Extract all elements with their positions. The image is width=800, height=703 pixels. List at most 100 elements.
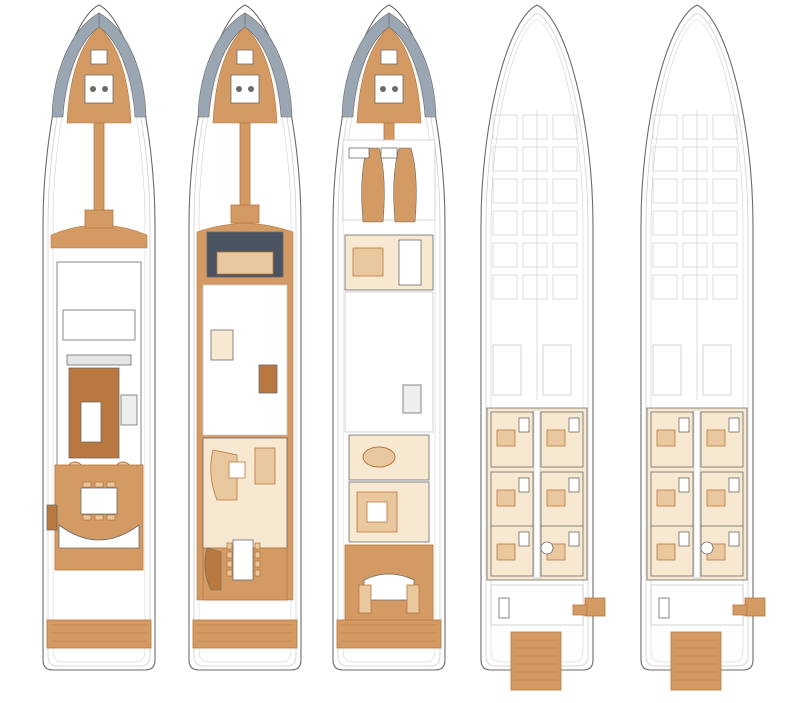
ghost-engine — [542, 344, 572, 396]
bow-winch — [236, 86, 242, 92]
tender-crane — [658, 597, 670, 619]
foredeck-walkway — [93, 122, 105, 214]
cabin-bed — [656, 429, 676, 447]
owner-bed — [352, 247, 384, 277]
dining-chair — [94, 514, 104, 521]
ghost-engine — [702, 344, 732, 396]
bow-glass-starboard — [244, 12, 293, 118]
chair — [254, 542, 261, 550]
bow-winch — [102, 86, 108, 92]
cabin-bed — [496, 543, 516, 561]
salon-table — [366, 501, 388, 523]
side-step — [572, 604, 588, 616]
aft-stair — [204, 547, 222, 591]
cabin-bed — [656, 543, 676, 561]
ghost-compartment — [522, 178, 548, 204]
ghost-compartment — [522, 114, 548, 140]
cabin-bath — [568, 417, 580, 433]
tender-starboard — [393, 147, 417, 223]
bow-glass-port — [341, 12, 390, 118]
captain-cabin — [210, 329, 234, 361]
cabin-bath — [728, 477, 740, 493]
bow-glass-port — [51, 12, 100, 118]
cabin-bath — [678, 477, 690, 493]
ghost-compartment — [552, 242, 578, 268]
cabin-bath — [728, 531, 740, 547]
owner-bath — [398, 239, 422, 286]
ghost-compartment — [682, 114, 708, 140]
ghost-compartment — [492, 274, 518, 300]
ghost-compartment — [712, 114, 738, 140]
ghost-compartment — [682, 210, 708, 236]
cabin-corridor — [693, 409, 701, 579]
chair — [254, 551, 261, 559]
bow-glass-port — [197, 12, 246, 118]
bow-winch — [380, 86, 386, 92]
dining-chair — [82, 514, 92, 521]
tender-crane — [498, 597, 510, 619]
ghost-compartment — [522, 274, 548, 300]
ghost-compartment — [552, 146, 578, 172]
coffee-table — [228, 461, 246, 479]
helm-station — [84, 209, 114, 229]
beach-club-platform — [510, 631, 562, 691]
deck-bridge-deck — [188, 4, 302, 671]
ghost-compartment — [522, 210, 548, 236]
aft-settee — [363, 573, 415, 601]
ghost-compartment — [712, 274, 738, 300]
cabin-bath — [518, 417, 530, 433]
ghost-compartment — [682, 178, 708, 204]
cabin-bath — [518, 531, 530, 547]
ghost-compartment — [492, 242, 518, 268]
deck-sun-deck — [42, 4, 156, 671]
deck-lower-deck-a — [480, 4, 606, 691]
cabin-bath — [678, 417, 690, 433]
jacuzzi-surround — [62, 309, 136, 341]
ghost-compartment — [652, 114, 678, 140]
wheelhouse-console — [216, 251, 274, 275]
bow-winch — [248, 86, 254, 92]
helm-station — [230, 204, 260, 224]
ghost-compartment — [492, 178, 518, 204]
chair — [226, 569, 233, 577]
spiral-stair — [120, 394, 138, 426]
dining-chair — [82, 481, 92, 488]
bow-winch — [392, 86, 398, 92]
cabin-bed — [496, 489, 516, 507]
bow-sunpad — [374, 74, 404, 104]
cabin-bed — [546, 429, 566, 447]
side-stair — [46, 504, 58, 531]
cabin-bath — [518, 477, 530, 493]
chair — [226, 551, 233, 559]
swim-platform — [336, 619, 442, 649]
cabin-bath — [678, 531, 690, 547]
swim-platform — [192, 619, 298, 649]
ghost-compartment — [652, 146, 678, 172]
bow-glass-starboard — [388, 12, 437, 118]
cabin-bed — [546, 489, 566, 507]
dining-chair — [94, 481, 104, 488]
cabin-bed — [706, 429, 726, 447]
chair — [254, 560, 261, 568]
dining-chair — [106, 514, 116, 521]
deck-main-deck — [332, 4, 446, 671]
foredeck-walkway — [239, 122, 251, 214]
spiral-stair — [700, 541, 714, 555]
side-step — [732, 604, 748, 616]
ghost-compartment — [652, 210, 678, 236]
aft-dining-table — [232, 539, 254, 581]
aft-sofa — [358, 584, 372, 614]
swim-platform — [46, 619, 152, 649]
dining-table — [80, 487, 118, 515]
aft-sunpad — [58, 524, 140, 549]
jetski — [380, 147, 398, 159]
ghost-compartment — [712, 178, 738, 204]
ghost-compartment — [712, 242, 738, 268]
ghost-compartment — [552, 114, 578, 140]
bow-glass-starboard — [98, 12, 147, 118]
ghost-compartment — [682, 146, 708, 172]
cabin-bed — [706, 489, 726, 507]
jetski — [348, 147, 370, 159]
ghost-compartment — [492, 210, 518, 236]
